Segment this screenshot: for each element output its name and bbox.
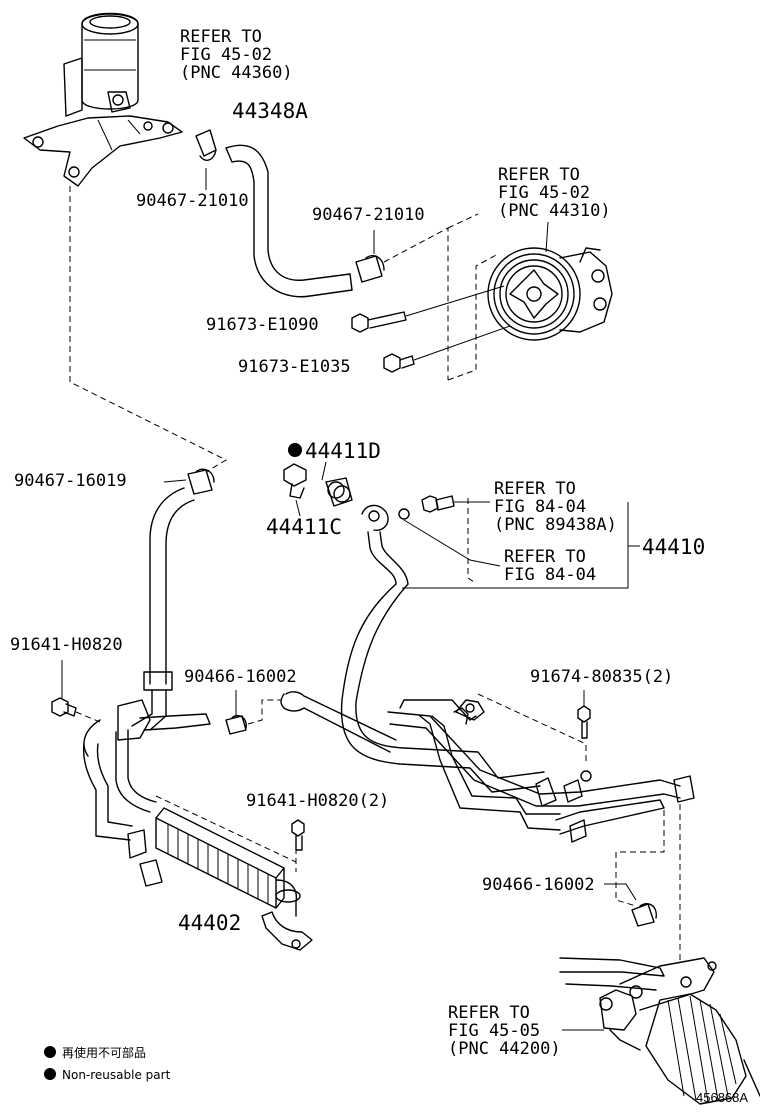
bolt-h0820-part bbox=[51, 697, 77, 717]
clamp-upper-left bbox=[195, 129, 217, 161]
bolt-44411c-label: 44411C bbox=[266, 515, 342, 539]
legend-english-text: Non-reusable part bbox=[62, 1068, 171, 1082]
rack-refer-line3: (PNC 44200) bbox=[448, 1039, 561, 1059]
pump-refer-line1: REFER TO bbox=[498, 165, 580, 185]
clamp-16002-top-label: 90466-16002 bbox=[184, 667, 297, 687]
fig84-refer-line2: FIG 84-04 bbox=[504, 565, 596, 585]
pressure-line-44410 bbox=[340, 504, 545, 793]
pressure-line-label: 44410 bbox=[642, 535, 705, 559]
clamp-upper-left-label: 90467-21010 bbox=[136, 191, 249, 211]
clamp-16002-bottom-label: 90466-16002 bbox=[482, 875, 595, 895]
cooler-tube-assembly bbox=[82, 699, 211, 887]
cooler-label: 44402 bbox=[178, 911, 241, 935]
reservoir-refer-line1: REFER TO bbox=[180, 27, 262, 47]
bolt-h0820-2-label: 91641-H0820(2) bbox=[246, 791, 389, 811]
sensor-refer-line3: (PNC 89438A) bbox=[494, 515, 617, 535]
clamp-16019 bbox=[187, 468, 215, 495]
pump-refer-line3: (PNC 44310) bbox=[498, 201, 611, 221]
clamp-upper-right bbox=[355, 254, 385, 283]
pressure-switch bbox=[421, 495, 455, 513]
return-tube-bundle bbox=[387, 699, 695, 843]
bracket-upper-right bbox=[455, 699, 485, 721]
legend-japanese-text: 再使用不可部品 bbox=[62, 1045, 146, 1060]
reservoir-assembly bbox=[23, 12, 183, 187]
steering-rack bbox=[559, 957, 760, 1105]
bolt-e1035-label: 91673-E1035 bbox=[238, 357, 351, 377]
reservoir-refer-line2: FIG 45-02 bbox=[180, 45, 272, 65]
o-ring bbox=[398, 508, 410, 520]
sensor-refer-line2: FIG 84-04 bbox=[494, 497, 586, 517]
legend-dot-japanese bbox=[44, 1046, 56, 1058]
legend-dot-english bbox=[44, 1068, 56, 1080]
bolt-h0820-label: 91641-H0820 bbox=[10, 635, 123, 655]
bolt-80835-part bbox=[577, 705, 591, 739]
clamp-upper-right-label: 90467-21010 bbox=[312, 205, 425, 225]
clamp-16019-label: 90467-16019 bbox=[14, 471, 127, 491]
bolt-h0820-2-part bbox=[291, 819, 305, 851]
gasket-44411d-label: 44411D bbox=[305, 439, 381, 463]
bolt-e1035 bbox=[383, 353, 415, 373]
non-reusable-dot-marker bbox=[288, 443, 302, 457]
rack-refer-line2: FIG 45-05 bbox=[448, 1021, 540, 1041]
figure-id: 456868A bbox=[696, 1090, 748, 1105]
fig84-refer-line1: REFER TO bbox=[504, 547, 586, 567]
gasket-44411d bbox=[325, 477, 353, 507]
bolt-e1090 bbox=[351, 311, 407, 333]
oil-cooler bbox=[155, 807, 313, 951]
return-hose bbox=[131, 487, 195, 731]
union-bolt-44411c bbox=[283, 463, 307, 499]
bolt-e1090-label: 91673-E1090 bbox=[206, 315, 319, 335]
cooler-feed-hose bbox=[280, 691, 397, 753]
sensor-refer-line1: REFER TO bbox=[494, 479, 576, 499]
pump-refer-line2: FIG 45-02 bbox=[498, 183, 590, 203]
power-steering-pump bbox=[487, 247, 613, 341]
bolt-80835-label: 91674-80835(2) bbox=[530, 667, 673, 687]
reservoir-refer-line3: (PNC 44360) bbox=[180, 63, 293, 83]
hose-44348a-label: 44348A bbox=[232, 99, 308, 123]
rack-refer-line1: REFER TO bbox=[448, 1003, 530, 1023]
clamp-16002-top-part bbox=[225, 714, 247, 735]
suction-hose bbox=[225, 144, 353, 298]
clamp-16002-bottom-part bbox=[631, 902, 657, 927]
